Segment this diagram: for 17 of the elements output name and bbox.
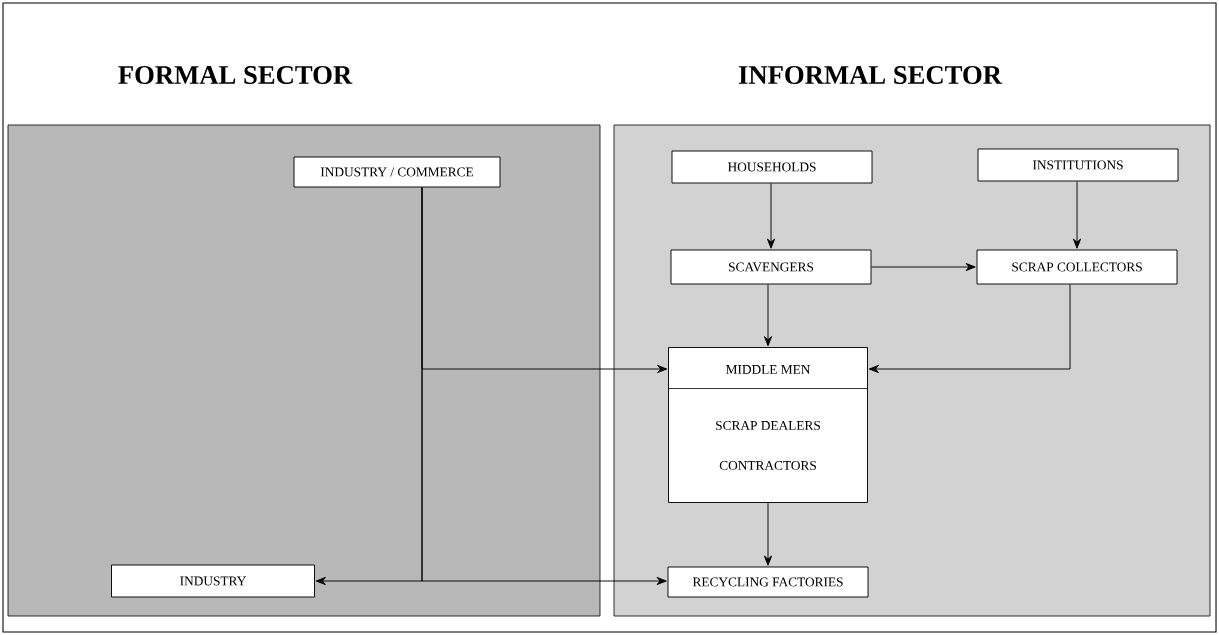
process-box: SCAVENGERS — [670, 249, 872, 285]
panel-heading: INFORMAL SECTOR — [738, 66, 1003, 84]
panel-heading: FORMAL SECTOR — [118, 66, 353, 84]
arrow — [1072, 181, 1082, 249]
process-box: MIDDLE MEN SCRAP DEALERS CONTRACTORS — [668, 347, 868, 503]
process-box: SCRAP COLLECTORS — [976, 249, 1178, 285]
process-box: RECYCLING FACTORIES — [667, 566, 869, 598]
arrow — [421, 187, 667, 586]
process-box: INDUSTRY — [111, 564, 315, 598]
process-box: INDUSTRY / COMMERCE — [293, 156, 501, 188]
arrow — [763, 502, 773, 566]
arrow — [868, 284, 1071, 374]
arrow — [763, 284, 773, 347]
process-box: HOUSEHOLDS — [671, 150, 873, 184]
arrow — [871, 262, 976, 272]
arrow — [766, 183, 776, 249]
process-box: INSTITUTIONS — [977, 148, 1179, 182]
